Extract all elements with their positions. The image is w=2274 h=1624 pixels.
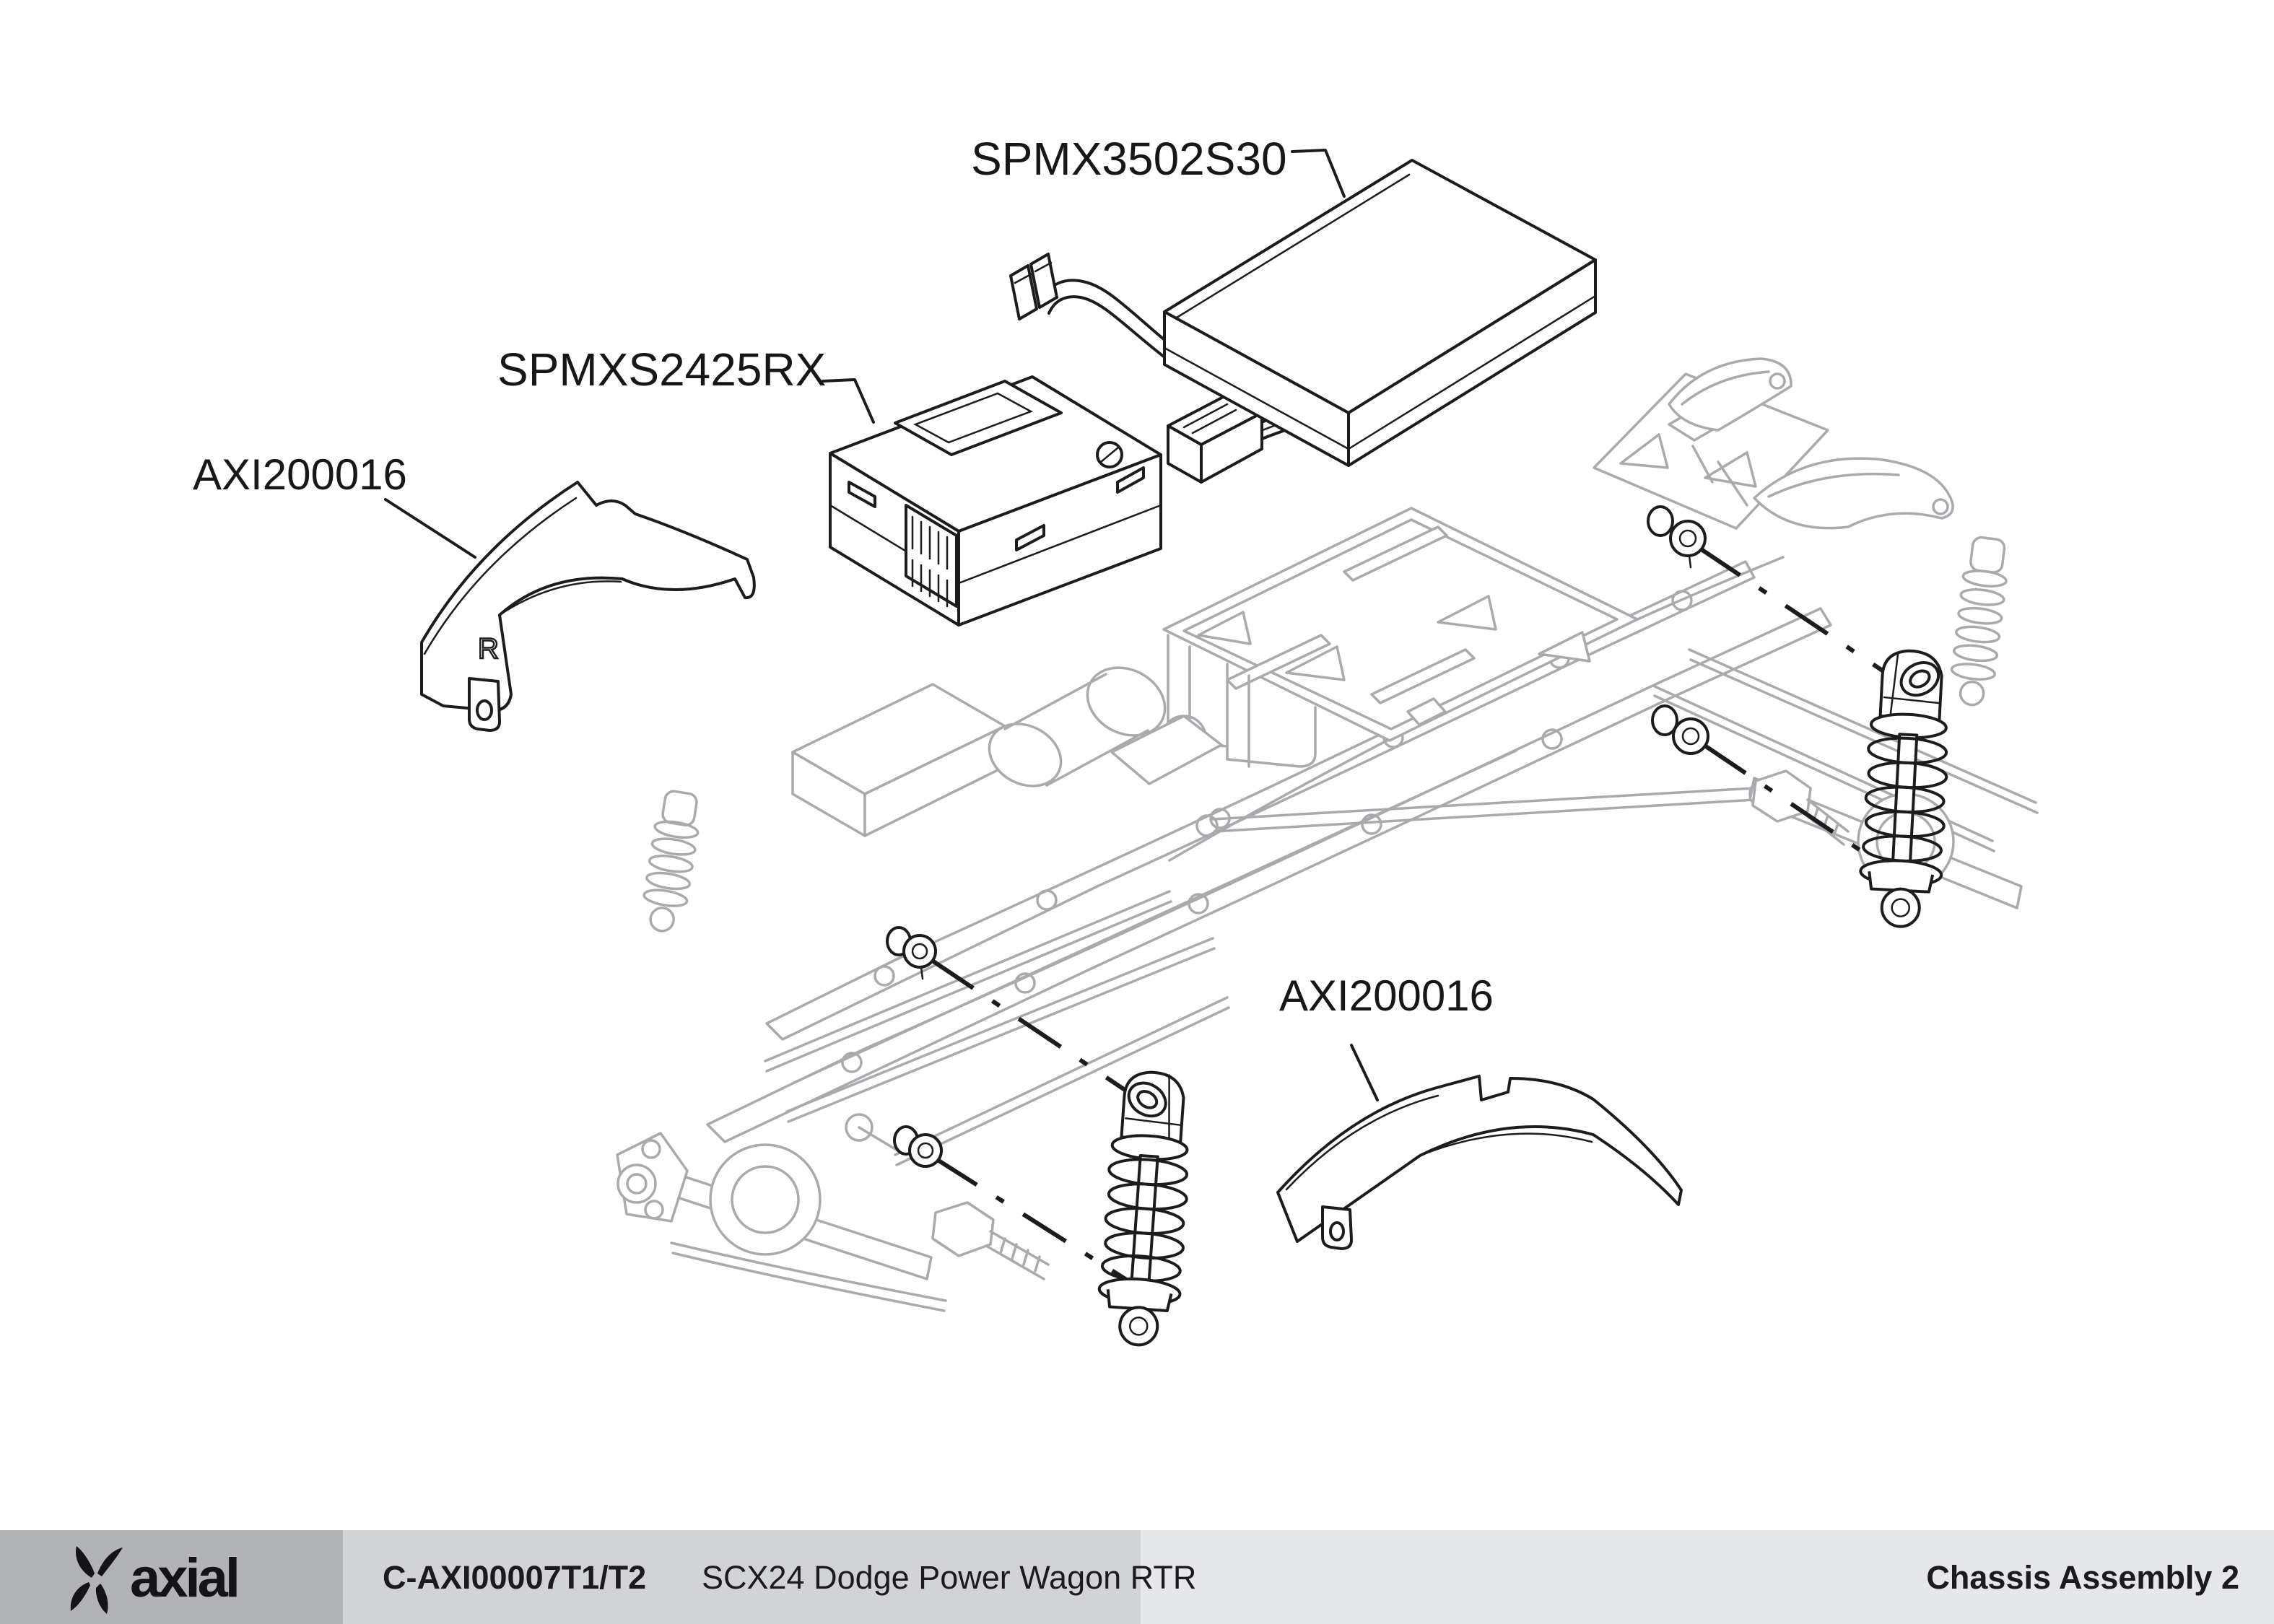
battery-wire — [1009, 253, 1165, 358]
assembly-guide-lines — [930, 545, 1909, 1293]
installed-shock-rear — [1950, 536, 2008, 707]
battery-connector — [1009, 253, 1058, 320]
motor — [988, 666, 1223, 787]
esc-plate — [791, 683, 1006, 837]
skid-plate — [1162, 507, 1639, 742]
fender-right-part — [1276, 1075, 1683, 1250]
label-battery: SPMX3502S30 — [971, 133, 1287, 185]
part-labels: SPMX3502S30 SPMXS2425RX AXI200016 AXI200… — [193, 133, 1494, 1101]
footer-brand-block — [0, 1530, 343, 1624]
rear-fender-right-gray — [1753, 457, 1954, 530]
footer-page-block — [1141, 1530, 2274, 1624]
label-receiver: SPMXS2425RX — [497, 344, 826, 396]
label-fender-left: AXI200016 — [193, 450, 407, 499]
front-stub-axle — [931, 1201, 1050, 1280]
fender-right-tab — [1321, 1205, 1353, 1250]
axial-logo-wordmark: axial — [130, 1547, 238, 1609]
receiver-box — [829, 375, 1162, 627]
shock-front — [1097, 1070, 1189, 1347]
footer-doc-block — [343, 1530, 1141, 1624]
rear-fender-left-gray — [1668, 357, 1792, 432]
chassis-assembly-drawing — [616, 357, 2039, 1312]
footer-bar: axial C-AXI00007T1/T2 SCX24 Dodge Power … — [0, 1530, 2274, 1624]
footer-page-title: Chassis Assembly 2 — [1926, 1559, 2239, 1596]
footer-doc-title: SCX24 Dodge Power Wagon RTR — [702, 1559, 1196, 1596]
axial-logo-icon — [70, 1546, 123, 1614]
front-axle — [616, 1113, 1050, 1280]
battery-box — [1163, 159, 1597, 467]
shock-rear — [1859, 649, 1948, 928]
ball-studs — [886, 505, 1709, 1168]
ball-stud-rear-lower — [1651, 704, 1709, 755]
label-fender-right: AXI200016 — [1279, 972, 1494, 1020]
ball-stud-front-upper — [886, 926, 937, 980]
installed-shock-front — [642, 790, 700, 933]
ball-stud-rear-upper — [1647, 505, 1707, 569]
fender-left-tab — [468, 677, 501, 732]
footer-doc-code: C-AXI00007T1/T2 — [383, 1559, 646, 1596]
fender-r-marking: R — [478, 633, 499, 665]
ball-stud-front-lower — [893, 1125, 943, 1168]
fender-left-part: R — [420, 481, 756, 732]
